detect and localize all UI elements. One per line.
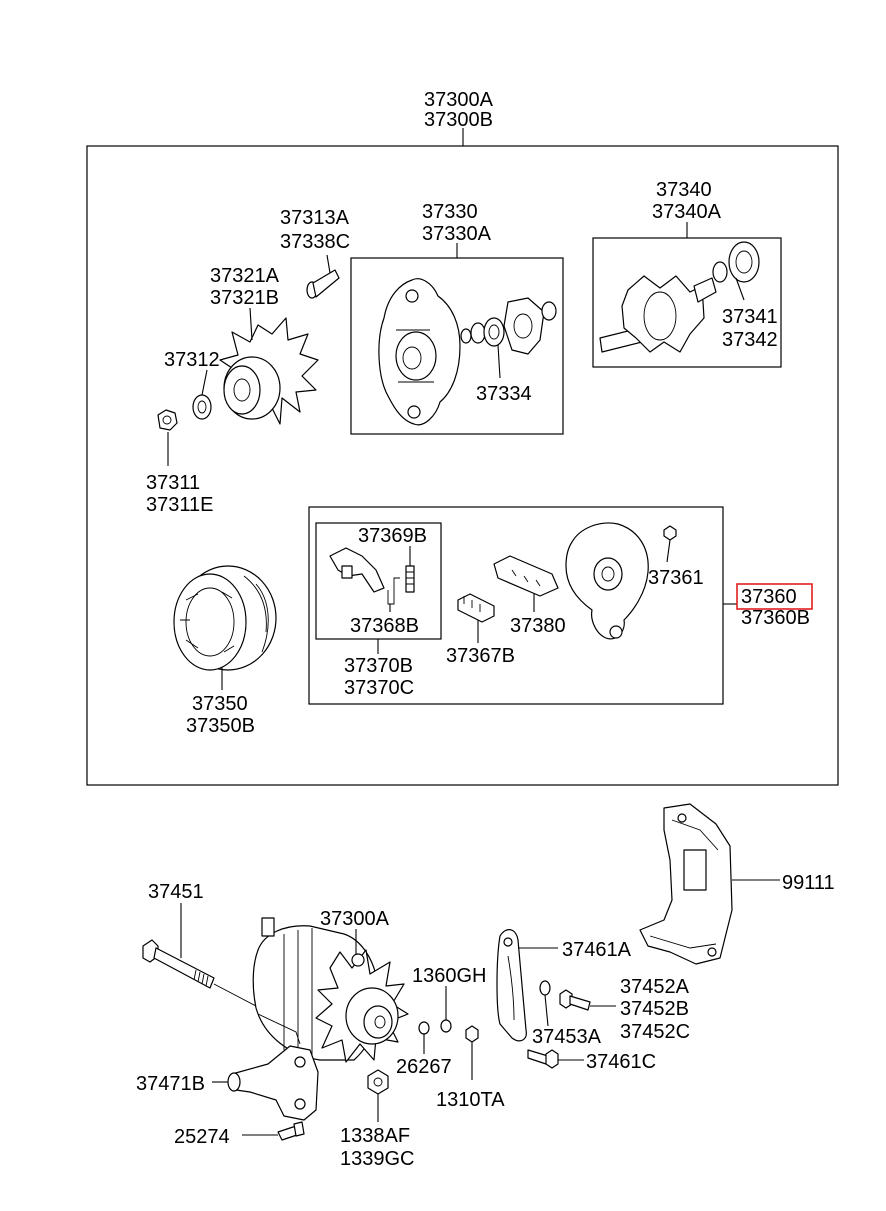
label-37368B: 37368B: [350, 615, 419, 637]
label-37361: 37361: [648, 567, 704, 589]
bolt-37313A: [306, 269, 340, 299]
label-37451: 37451: [148, 881, 204, 903]
rear-bracket-37360: [565, 522, 649, 640]
label-37452C: 37452C: [620, 1021, 690, 1043]
nut-1338AF: [367, 1069, 389, 1095]
nut-1310TA: [465, 1025, 479, 1043]
label-37380: 37380: [510, 615, 566, 637]
bolt-37461C: [527, 1049, 559, 1069]
washer-37312: [192, 394, 212, 420]
label-26267: 26267: [396, 1056, 452, 1078]
nut-37361: [663, 525, 677, 541]
label-37311E: 37311E: [146, 494, 213, 516]
bolt-25274: [277, 1121, 305, 1141]
label-37360: 37360: [741, 586, 797, 608]
leader-37334: [497, 344, 501, 379]
label-37321B: 37321B: [210, 287, 279, 309]
spring-37368B: [387, 577, 400, 605]
rotor-bearing-37341: [712, 241, 760, 283]
label-37452A: 37452A: [620, 976, 690, 998]
label-37453A: 37453A: [532, 1026, 602, 1048]
label-25274: 25274: [174, 1126, 230, 1148]
bolt-37452: [559, 989, 591, 1011]
label-37342: 37342: [722, 329, 778, 351]
label-37370C: 37370C: [344, 677, 414, 699]
label-37312: 37312: [164, 349, 220, 371]
front-bracket-37330: [378, 278, 461, 426]
label-37340: 37340: [656, 179, 712, 201]
label-1360GH: 1360GH: [412, 965, 487, 987]
leader-37312: [201, 369, 208, 396]
mounting-bracket-99111: [639, 803, 733, 965]
leader-37361: [666, 539, 671, 563]
label-37461A: 37461A: [562, 939, 632, 961]
label-37330: 37330: [422, 201, 478, 223]
label-37340A: 37340A: [652, 201, 722, 223]
brush-holder-37370: [329, 547, 385, 593]
terminal-37367B: [457, 593, 495, 623]
washer-26267: [418, 1021, 430, 1035]
label-37461C: 37461C: [586, 1051, 656, 1073]
brush-37369B: [405, 565, 415, 593]
leader-37321: [249, 307, 253, 341]
washer-37453A: [539, 980, 551, 996]
label-1338AF: 1338AF: [340, 1125, 410, 1147]
label-37452B: 37452B: [620, 998, 689, 1020]
label-37338C: 37338C: [280, 231, 350, 253]
label-99111: 99111: [782, 872, 835, 894]
label-37311: 37311: [146, 472, 200, 494]
stator-37350: [173, 565, 277, 671]
long-bolt-37451: [142, 939, 257, 1007]
label-37313A: 37313A: [280, 207, 350, 229]
nut-37311: [157, 409, 178, 431]
label-37367B: 37367B: [446, 645, 515, 667]
leader-37313A: [326, 254, 331, 274]
label-1310TA: 1310TA: [436, 1089, 505, 1111]
label-37330A: 37330A: [422, 223, 492, 245]
label-37350B: 37350B: [186, 715, 255, 737]
label-1339GC: 1339GC: [340, 1148, 415, 1170]
alternator-37300A: [252, 917, 409, 1063]
bracket-37471B: [227, 1045, 319, 1121]
rotor-37340: [599, 275, 717, 353]
highlighted-part-box: [736, 583, 813, 610]
leader-37341: [735, 277, 745, 301]
label-37350: 37350: [192, 693, 248, 715]
rear-bracket-group-frame: [308, 506, 724, 705]
bearing-plate-37334: [460, 297, 557, 355]
label-37341: 37341: [722, 306, 778, 328]
label-37370B: 37370B: [344, 655, 413, 677]
label-37360B: 37360B: [741, 607, 810, 629]
leader-37453A: [544, 994, 549, 1027]
label-37369B: 37369B: [358, 525, 427, 547]
label-37321A: 37321A: [210, 265, 280, 287]
pulley-fan-37321: [219, 317, 319, 425]
rectifier-37380: [493, 555, 559, 597]
label-37300A: 37300A: [424, 89, 494, 111]
label-37334: 37334: [476, 383, 532, 405]
label-37300B: 37300B: [424, 109, 493, 131]
washer-1360GH: [440, 1019, 452, 1033]
label-37471B: 37471B: [136, 1073, 205, 1095]
label-37300A-lower: 37300A: [320, 908, 390, 930]
adjust-plate-37461A: [496, 929, 527, 1042]
